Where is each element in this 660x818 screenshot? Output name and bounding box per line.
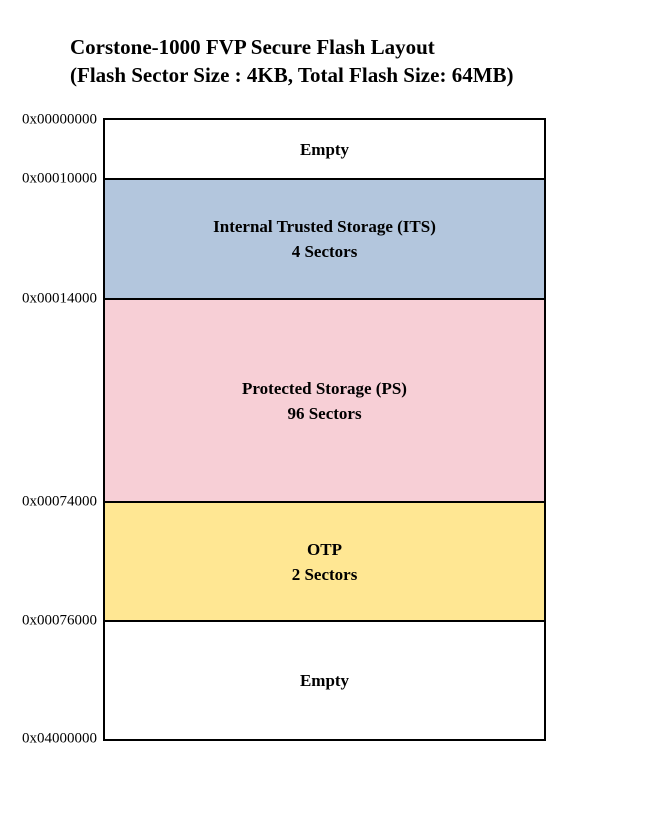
address-label-0x00076000: 0x00076000: [22, 612, 97, 629]
region-label: Internal Trusted Storage (ITS): [213, 217, 436, 236]
region-sectors: 2 Sectors: [291, 564, 358, 584]
address-label-0x00010000: 0x00010000: [22, 170, 97, 187]
region-empty-bottom: Empty: [105, 622, 544, 739]
region-protected-storage: Protected Storage (PS) 96 Sectors: [105, 300, 544, 503]
title-line-2: (Flash Sector Size : 4KB, Total Flash Si…: [70, 63, 514, 87]
address-label-end: 0x04000000: [22, 730, 97, 747]
region-label: OTP: [307, 539, 342, 559]
diagram-title: Corstone-1000 FVP Secure Flash Layout (F…: [70, 33, 514, 89]
title-line-1: Corstone-1000 FVP Secure Flash Layout: [70, 35, 435, 59]
address-label-0x00000000: 0x00000000: [22, 111, 97, 128]
region-label: Empty: [299, 139, 350, 159]
region-label: Protected Storage (PS): [242, 378, 407, 398]
address-label-0x00074000: 0x00074000: [22, 493, 97, 510]
region-sectors: 4 Sectors: [291, 242, 358, 261]
region-sectors: 96 Sectors: [287, 403, 362, 423]
region-label: Empty: [299, 671, 350, 690]
address-label-0x00014000: 0x00014000: [22, 290, 97, 307]
region-empty-top: Empty: [105, 120, 544, 180]
flash-layout-box: Empty Internal Trusted Storage (ITS) 4 S…: [103, 118, 546, 741]
region-internal-trusted-storage: Internal Trusted Storage (ITS) 4 Sectors: [105, 180, 544, 300]
region-otp: OTP 2 Sectors: [105, 503, 544, 622]
